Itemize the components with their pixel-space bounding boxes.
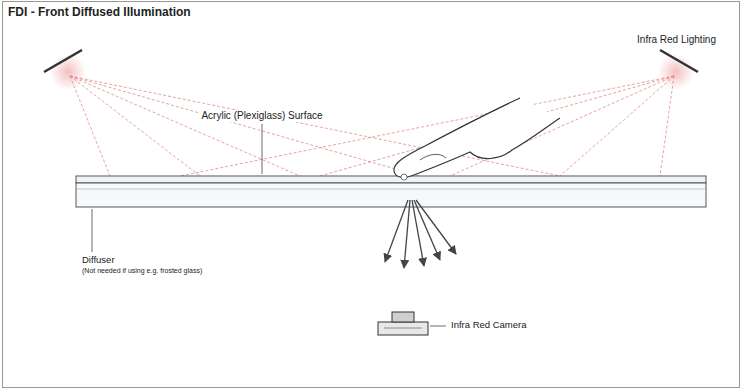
ir-lamp xyxy=(44,50,82,72)
ir-lamp xyxy=(660,50,698,72)
touch-point xyxy=(401,174,407,180)
light-rays xyxy=(70,76,674,176)
acrylic-slab xyxy=(76,183,706,207)
diffuser-layer xyxy=(76,176,706,183)
diagram-title: FDI - Front Diffused Illumination xyxy=(8,6,191,20)
part-label: Diffuser xyxy=(80,255,117,266)
reflection-arrows xyxy=(385,200,456,268)
leader-line xyxy=(92,209,93,252)
finger xyxy=(394,98,560,177)
part-label: Infra Red Camera xyxy=(449,320,529,331)
fingernail xyxy=(420,154,446,160)
ir-camera xyxy=(378,312,428,335)
leader-line xyxy=(430,326,446,327)
leader-line xyxy=(262,124,263,174)
part-label: Acrylic (Plexiglass) Surface xyxy=(199,110,324,122)
part-label: Infra Red Lighting xyxy=(635,34,718,46)
frame xyxy=(3,2,740,388)
note: (Not needed if using e.g. frosted glass) xyxy=(80,267,204,275)
